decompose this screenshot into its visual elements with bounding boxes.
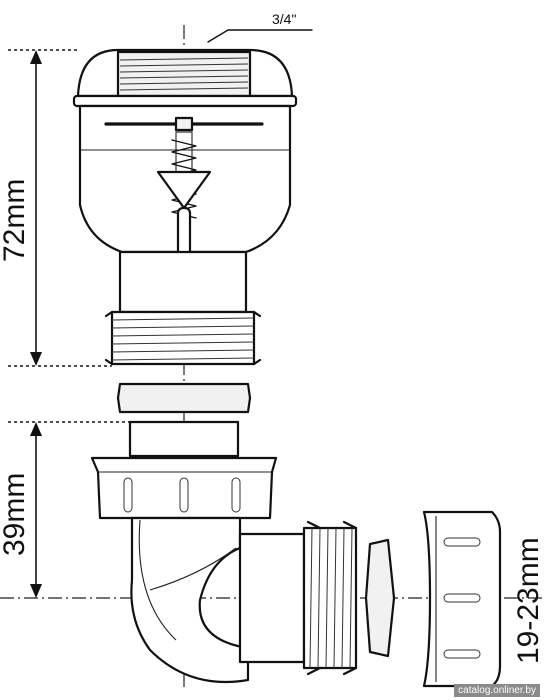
union-nut-ribs xyxy=(123,477,241,513)
dimension-39mm xyxy=(8,421,130,598)
compression-nut xyxy=(422,510,502,688)
outlet-neck xyxy=(104,250,262,366)
sealing-washer xyxy=(116,382,252,414)
compression-nut-ribs xyxy=(443,537,481,659)
trap-head xyxy=(72,48,298,296)
height-bottom-label: 39mm xyxy=(0,473,31,556)
thread-size-label: 3/4" xyxy=(272,11,296,27)
compression-washer xyxy=(364,538,396,658)
height-top-label: 72mm xyxy=(0,179,31,262)
inlet-thread xyxy=(119,57,249,91)
outlet-thread xyxy=(111,317,255,361)
pipe-range-label: 19-23mm xyxy=(512,537,545,664)
watermark: catalog.onliner.by xyxy=(454,684,540,697)
side-thread xyxy=(309,527,353,669)
elbow-fitting xyxy=(90,420,358,684)
dimension-72mm xyxy=(8,49,112,367)
thread-size-leader xyxy=(207,29,313,43)
